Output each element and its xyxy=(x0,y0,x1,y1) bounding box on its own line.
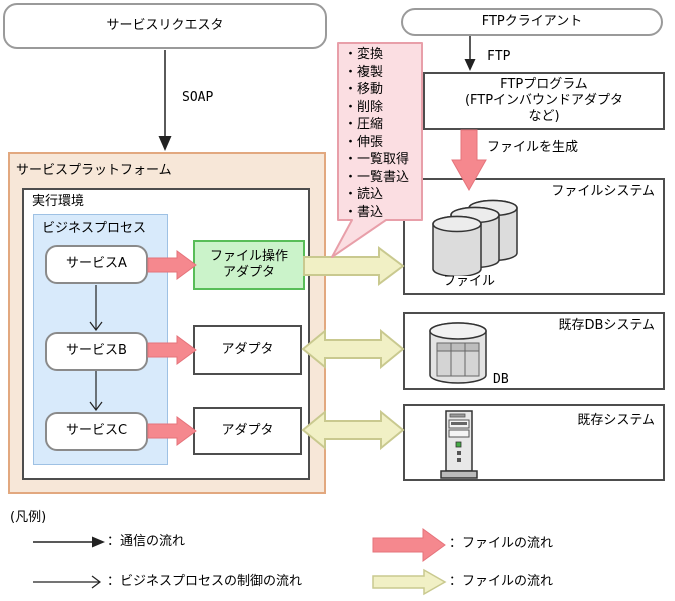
callout-item: ・一覧取得 xyxy=(344,152,410,167)
soap-protocol-label: SOAP xyxy=(182,90,214,105)
ftp-program-label: FTPプログラム (FTPインバウンドアダプタ など) xyxy=(465,77,623,126)
legend-solid-black-arrow xyxy=(33,536,105,548)
db-system-title: 既存DBシステム xyxy=(558,318,655,333)
callout-item: ・削除 xyxy=(344,99,384,115)
service-c-node: サービスC xyxy=(45,412,148,451)
service-platform-title: サービスプラットフォーム xyxy=(16,163,172,178)
legend-open-black-arrow xyxy=(33,575,101,589)
callout-item: ・読込 xyxy=(344,187,384,202)
legend-communication-flow-label: ：通信の流れ xyxy=(107,534,186,549)
service-requester-node: サービスリクエスタ xyxy=(3,3,327,49)
db-system-box: 既存DBシステム DB xyxy=(403,312,665,390)
service-a-label: サービスA xyxy=(66,256,127,272)
ftp-program-box: FTPプログラム (FTPインバウンドアダプタ など) xyxy=(423,72,665,130)
ftp-program-line1: FTPプログラム xyxy=(500,76,588,92)
adapter-1-label: アダプタ xyxy=(221,341,274,357)
server-icon xyxy=(440,410,478,479)
file-system-box: ファイルシステム ファイル xyxy=(403,178,665,295)
callout-item: ・移動 xyxy=(344,82,384,97)
legend-control-flow-label: ：ビジネスプロセスの制御の流れ xyxy=(107,574,303,589)
file-operations-callout: ・変換 ・複製 ・移動 ・削除 ・圧縮 ・伸張 ・一覧取得 ・一覧書込 ・読込 … xyxy=(344,46,422,221)
ftp-client-node: FTPクライアント xyxy=(401,8,663,36)
file-adapter-line2: アダプタ xyxy=(222,265,275,280)
ftp-arrow xyxy=(464,36,476,71)
service-requester-label: サービスリクエスタ xyxy=(106,17,224,33)
service-b-label: サービスB xyxy=(66,343,127,359)
service-a-node: サービスA xyxy=(45,245,148,284)
legacy-system-box: 既存システム xyxy=(403,404,665,481)
callout-item: ・書込 xyxy=(344,204,384,220)
ftp-program-line2: (FTPインバウンドアダプタ xyxy=(464,92,624,108)
db-icon-label: DB xyxy=(493,372,509,387)
database-icon xyxy=(429,322,487,384)
file-system-title: ファイルシステム xyxy=(551,184,655,199)
callout-item: ・圧縮 xyxy=(344,117,384,132)
legend-pink-block-arrow xyxy=(372,528,446,562)
legend-yellow-block-arrow xyxy=(372,568,447,596)
ftp-client-label: FTPクライアント xyxy=(481,13,583,29)
file-adapter-line1: ファイル操作 xyxy=(209,248,288,264)
legend-title: (凡例) xyxy=(10,510,47,525)
callout-item: ・変換 xyxy=(344,47,384,62)
legend-file-flow-pink-label: ：ファイルの流れ xyxy=(449,536,554,551)
adapter-box-2: アダプタ xyxy=(193,407,302,455)
callout-item: ・複製 xyxy=(344,64,384,80)
callout-item: ・一覧書込 xyxy=(344,169,410,185)
callout-item: ・伸張 xyxy=(344,134,384,150)
ftp-protocol-label: FTP xyxy=(487,49,511,64)
business-process-title: ビジネスプロセス xyxy=(42,221,147,236)
adapter-2-label: アダプタ xyxy=(221,422,274,438)
ftp-program-line3: など) xyxy=(528,109,560,125)
service-b-node: サービスB xyxy=(45,332,148,371)
soap-arrow xyxy=(158,50,172,151)
legend-file-flow-yellow-label: ：ファイルの流れ xyxy=(449,574,554,589)
file-cylinders-icon xyxy=(432,199,518,276)
file-icon-label: ファイル xyxy=(443,274,496,289)
file-adapter-box: ファイル操作 アダプタ xyxy=(193,240,305,290)
legacy-system-title: 既存システム xyxy=(577,413,655,428)
service-c-label: サービスC xyxy=(65,423,128,439)
file-adapter-label: ファイル操作 アダプタ xyxy=(210,249,288,282)
file-generate-label: ファイルを生成 xyxy=(487,140,579,155)
adapter-box-1: アダプタ xyxy=(193,325,302,375)
exec-env-title: 実行環境 xyxy=(32,194,85,209)
